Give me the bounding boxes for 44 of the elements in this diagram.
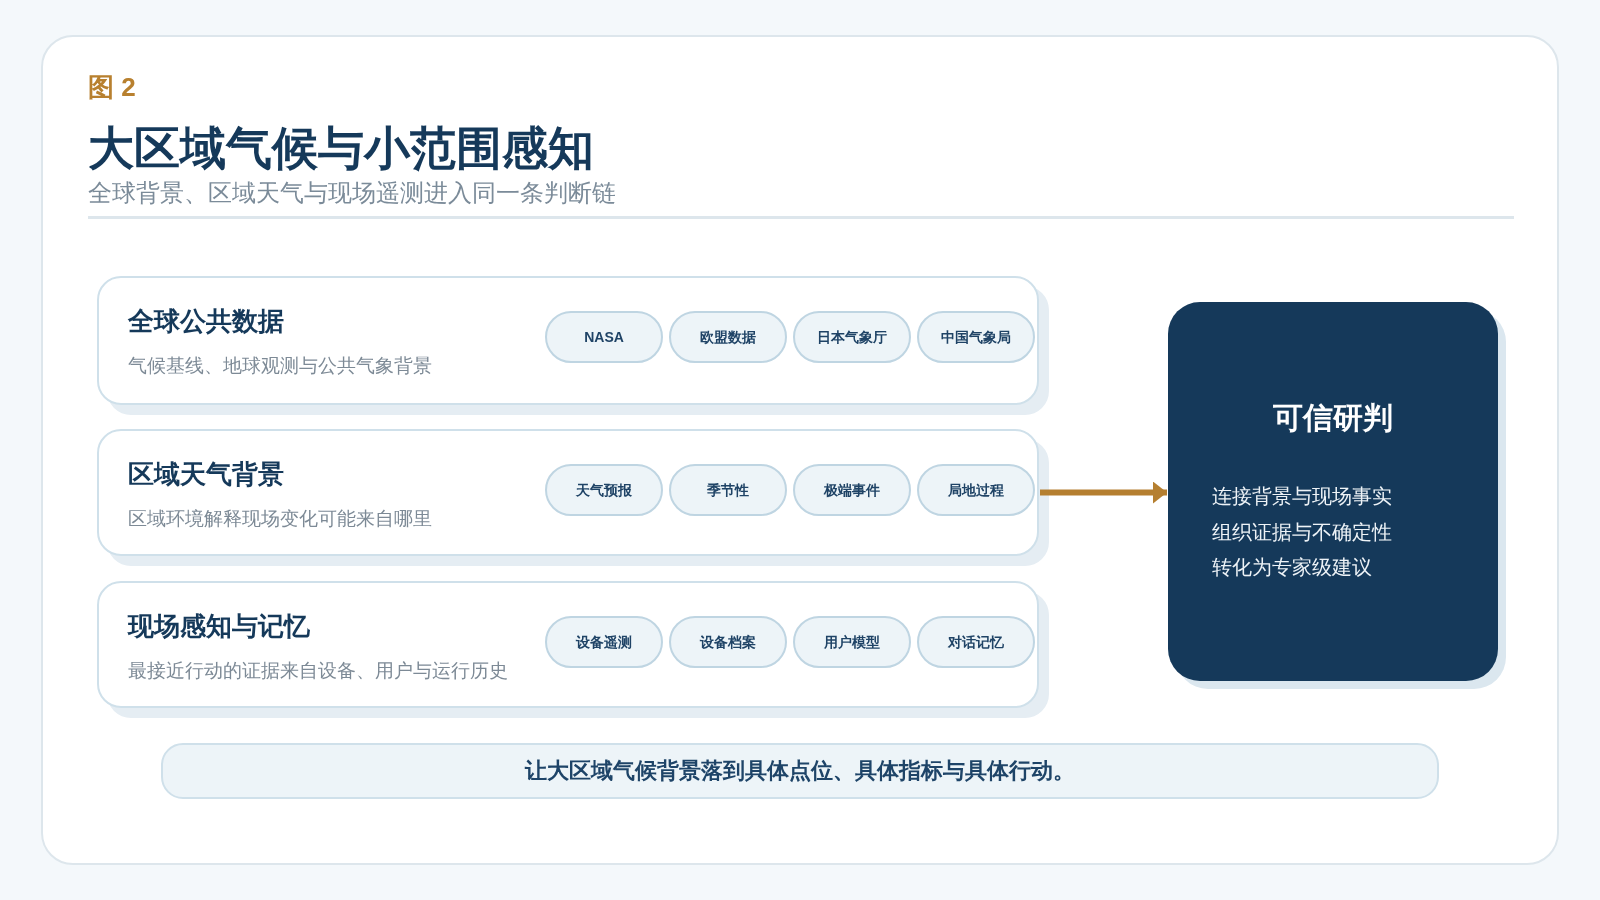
panel-heading: 可信研判 [1272, 400, 1394, 436]
tag-pill [793, 616, 911, 668]
conclusion-text: 让大区域气候背景落到具体点位、具体指标与具体行动。 [525, 757, 1075, 785]
tag-pill [793, 464, 911, 516]
card-description: 气候基线、地球观测与公共气象背景 [128, 354, 432, 378]
tag-pill [917, 464, 1035, 516]
tag-label: NASA [584, 328, 624, 346]
tag-label: 日本气象厅 [817, 328, 887, 346]
tag-pill [545, 464, 663, 516]
figure-number: 图 2 [88, 71, 136, 104]
tag-label: 用户模型 [824, 633, 880, 651]
panel-text: 连接背景与现场事实 [1212, 484, 1392, 509]
tag-pill [917, 616, 1035, 668]
panel-text: 转化为专家级建议 [1212, 555, 1372, 580]
tag-label: 对话记忆 [948, 633, 1004, 651]
tag-label: 设备档案 [700, 633, 756, 651]
tag-pill [669, 616, 787, 668]
tag-label: 极端事件 [824, 481, 880, 499]
tag-label: 局地过程 [948, 481, 1004, 499]
card-description: 区域环境解释现场变化可能来自哪里 [128, 507, 432, 531]
tag-pill [793, 311, 911, 363]
tag-pill [545, 616, 663, 668]
category-card [97, 429, 1039, 556]
tag-label: 中国气象局 [941, 328, 1011, 346]
conclusion-banner [161, 743, 1439, 799]
tag-label: 欧盟数据 [700, 328, 756, 346]
card-description: 最接近行动的证据来自设备、用户与运行历史 [128, 659, 508, 683]
title: 大区域气候与小范围感知 [88, 121, 594, 176]
tag-pill [917, 311, 1035, 363]
card-heading: 区域天气背景 [128, 458, 284, 491]
card-heading: 全球公共数据 [128, 305, 284, 338]
subtitle: 全球背景、区域天气与现场遥测进入同一条判断链 [88, 178, 616, 208]
tag-pill [669, 311, 787, 363]
category-card [97, 276, 1039, 405]
tag-label: 天气预报 [576, 481, 632, 499]
summary-panel [1168, 302, 1498, 681]
tag-label: 季节性 [707, 481, 749, 499]
panel-text: 组织证据与不确定性 [1212, 519, 1392, 545]
tag-pill [545, 311, 663, 363]
card-heading: 现场感知与记忆 [128, 610, 310, 643]
arrow [1040, 481, 1167, 504]
tag-pill [669, 464, 787, 516]
tag-label: 设备遥测 [576, 633, 632, 651]
category-card [97, 581, 1039, 708]
